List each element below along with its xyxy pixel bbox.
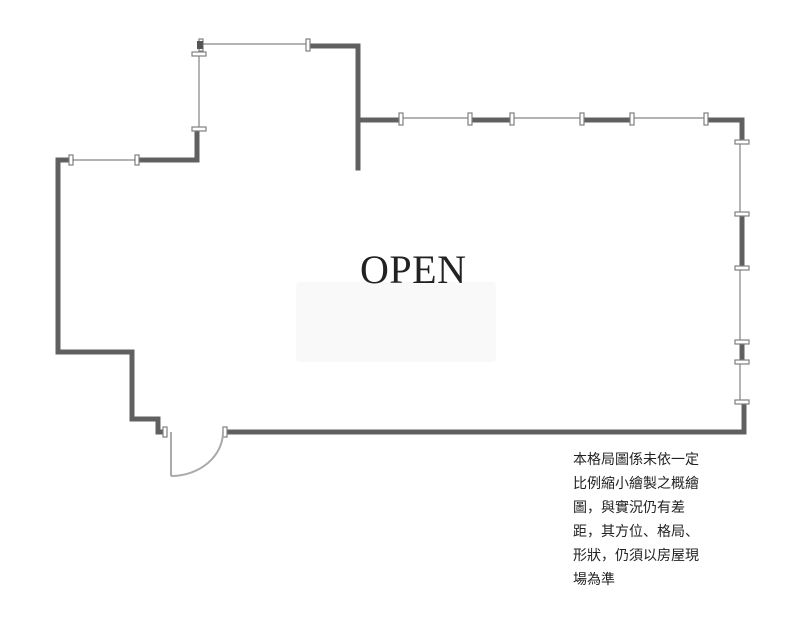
window-frame (134, 154, 140, 166)
window-frames (68, 38, 750, 438)
window-frame (579, 112, 585, 126)
window-frame (68, 154, 74, 166)
disclaimer-note: 本格局圖係未依一定 比例縮小繪製之概繪 圖，與實況仍有差 距，其方位、格局、 形… (573, 452, 699, 588)
wall-top-right-corner (703, 117, 745, 145)
window-frame (734, 139, 750, 145)
wall-top-upper (307, 43, 361, 171)
window-frame (467, 112, 473, 126)
watermark (296, 282, 496, 362)
wall-left (55, 157, 168, 435)
window-frame (191, 126, 207, 132)
window-frame (509, 112, 515, 126)
window-frame (305, 38, 311, 52)
column-marker (197, 41, 203, 49)
window-frame (398, 112, 404, 126)
window-frame (734, 265, 750, 271)
window-frame (734, 359, 750, 365)
wall-bottom (222, 399, 747, 435)
window-frame (703, 112, 709, 126)
entrance-door (170, 431, 224, 477)
window-frame (734, 399, 750, 405)
window-frame (734, 339, 750, 345)
walls (55, 43, 747, 435)
room-label: OPEN (360, 247, 467, 292)
window-frame (629, 112, 635, 126)
door-swing-arc (170, 431, 224, 477)
window-frame (191, 51, 207, 57)
window-frame (162, 426, 168, 438)
windows (72, 43, 741, 402)
window-frame (734, 211, 750, 217)
